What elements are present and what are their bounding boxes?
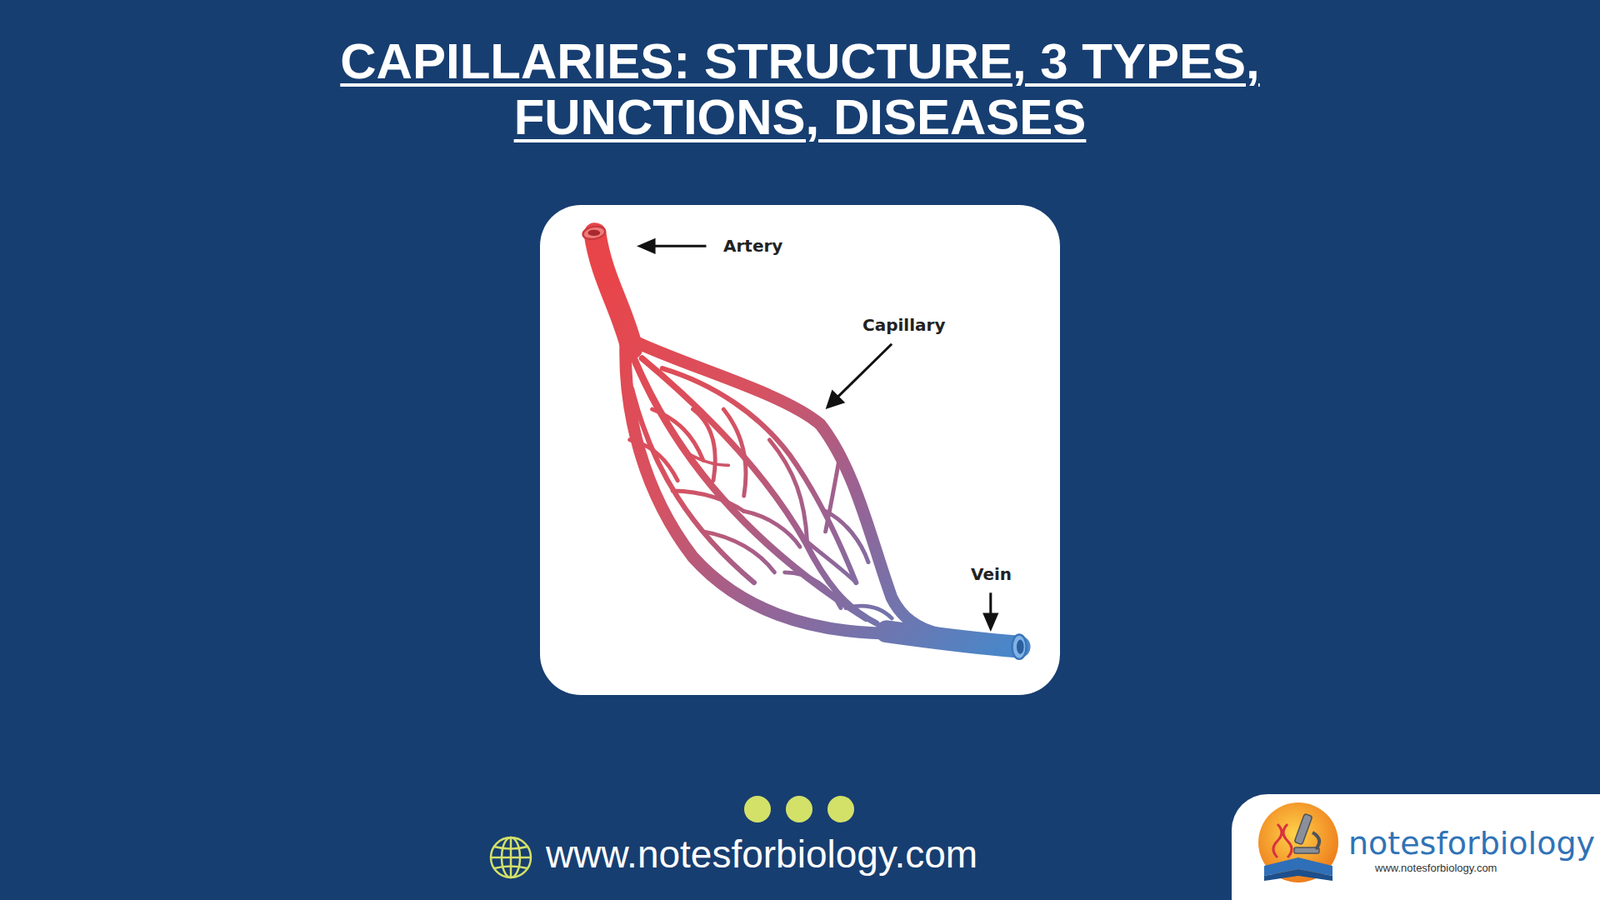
page-title: CAPILLARIES: STRUCTURE, 3 TYPES, FUNCTIO…	[241, 33, 1359, 145]
illustration-card: ArteryCapillaryVein	[540, 205, 1060, 695]
logo-text: notesforbiology	[1348, 825, 1595, 864]
part-label: Artery	[723, 235, 783, 256]
part-label: Vein	[970, 564, 1012, 585]
dot	[744, 795, 771, 823]
globe-icon	[490, 837, 531, 878]
logo-panel: notesforbiologywww.notesforbiology.com	[1231, 794, 1600, 900]
part-label: Capillary	[862, 315, 945, 335]
logo-url: www.notesforbiology.com	[1375, 861, 1497, 875]
website-url: www.notesforbiology.com	[545, 831, 978, 878]
dot	[827, 795, 855, 823]
logo-icon	[1252, 799, 1345, 891]
capillary-bed-illustration	[540, 205, 1060, 695]
dot	[785, 795, 813, 823]
